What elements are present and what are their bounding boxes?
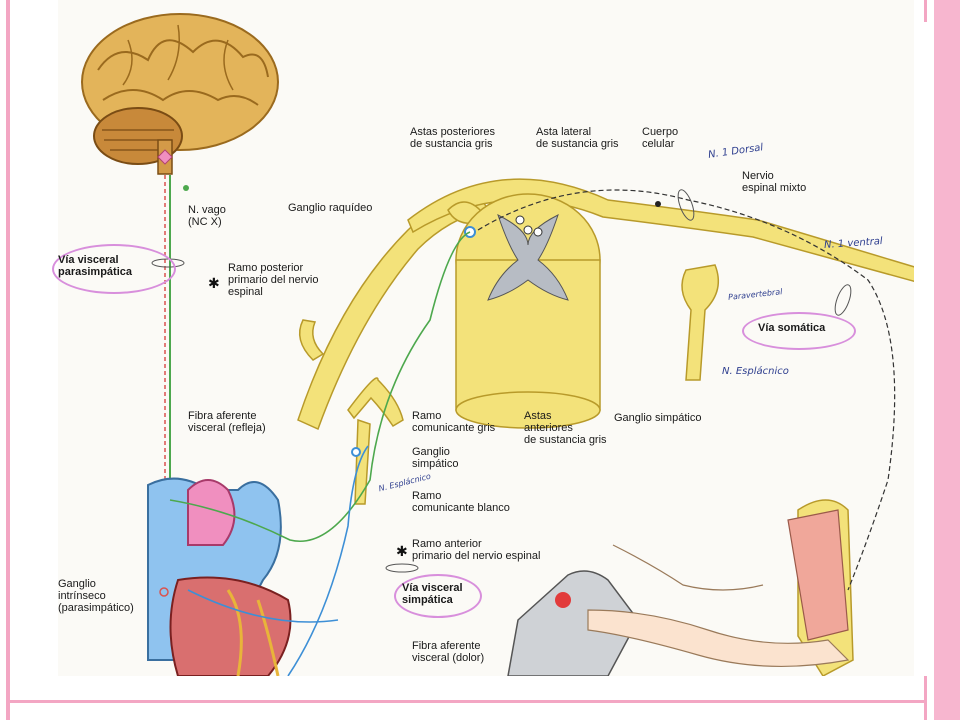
label-ramo-comunicante-gris: Ramo comunicante gris	[412, 410, 496, 434]
brain-illustration	[81, 13, 279, 175]
handwritten-n-esplacnico: N. Esplácnico	[722, 366, 789, 377]
arm-and-iron-illustration	[507, 509, 850, 676]
label-ramo-posterior: Ramo posterior primario del nervio espin…	[228, 262, 319, 298]
label-astas-posteriores: Astas posteriores de sustancia gris	[410, 126, 495, 150]
label-fibra-dolor: Fibra aferente visceral (dolor)	[412, 640, 485, 664]
slide-frame-bottom	[6, 700, 924, 703]
asterisk-marker-1: ✱	[208, 276, 220, 292]
label-via-visceral-parasimpatica: Vía visceral parasimpática	[58, 254, 132, 278]
label-n-vago: N. vago (NC X)	[188, 204, 226, 228]
label-via-somatica: Vía somática	[758, 322, 826, 334]
label-asta-lateral: Asta lateral de sustancia gris	[536, 126, 619, 150]
nervous-system-figure: N. vago (NC X) Vía visceral parasimpátic…	[52, 0, 914, 676]
slide-frame-right-line	[924, 0, 927, 22]
label-ganglio-simpatico-small: Ganglio simpático	[412, 446, 459, 470]
label-fibra-refleja: Fibra aferente visceral (refleja)	[188, 410, 266, 434]
heart-illustration	[147, 477, 292, 676]
label-ramo-anterior: Ramo anterior primario del nervio espina…	[412, 538, 541, 562]
via-visceral-simp-highlight	[394, 574, 482, 618]
label-ganglio-intrinseco: Ganglio intrínseco (parasimpático)	[58, 578, 134, 614]
slide-frame-left	[6, 0, 10, 720]
anatomy-illustration	[81, 13, 914, 676]
via-visceral-para-highlight	[52, 244, 176, 294]
label-ganglio-simpatico: Ganglio simpático	[614, 412, 702, 424]
label-nervio-espinal-mixto: Nervio espinal mixto	[742, 170, 807, 194]
slide-frame-right-band	[934, 0, 960, 720]
label-ramo-comunicante-blanco: Ramo comunicante blanco	[412, 490, 510, 514]
label-cuerpo-celular: Cuerpo celular	[642, 126, 679, 150]
asterisk-marker-2: ✱	[396, 544, 408, 560]
label-astas-anteriores: Astas anteriores de sustancia gris	[524, 410, 607, 446]
via-somatica-highlight	[742, 312, 856, 350]
label-ganglio-raquideo: Ganglio raquídeo	[288, 202, 373, 214]
slide-frame-right-line-bottom	[924, 676, 927, 720]
label-via-visceral-simpatica: Vía visceral simpática	[402, 582, 463, 606]
